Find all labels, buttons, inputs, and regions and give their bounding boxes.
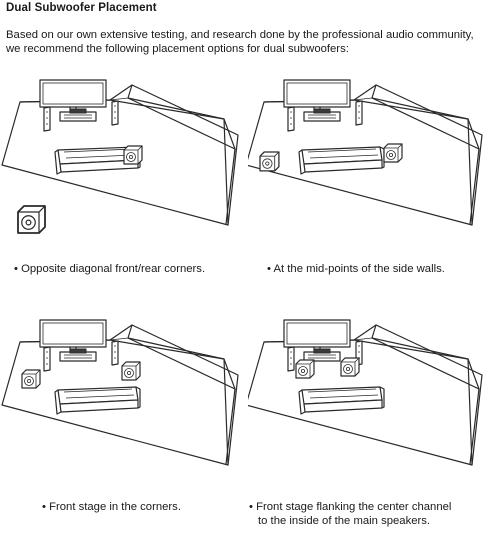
illustration-diagonal-corners	[1, 79, 239, 234]
caption-option-1: • Opposite diagonal front/rear corners.	[14, 263, 206, 275]
caption-option-2: • At the mid-points of the side walls.	[267, 263, 445, 275]
illustration-side-wall-midpoints	[248, 79, 483, 226]
caption-option-4-line-2: to the inside of the main speakers.	[258, 515, 431, 527]
illustration-front-corners	[1, 319, 239, 466]
illustration-flanking-center	[248, 319, 483, 466]
page-title: Dual Subwoofer Placement	[6, 2, 157, 14]
intro-paragraph: Based on our own extensive testing, and …	[6, 29, 474, 55]
caption-option-3: • Front stage in the corners.	[42, 501, 181, 513]
caption-option-4-line-1: • Front stage flanking the center channe…	[249, 501, 452, 513]
